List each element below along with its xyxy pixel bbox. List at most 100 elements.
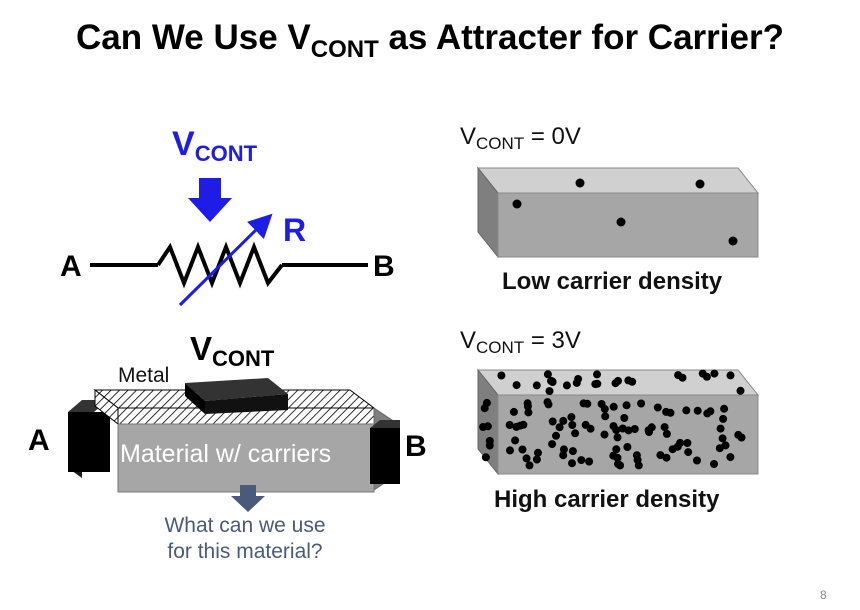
carrier-dot xyxy=(543,398,552,407)
carrier-dot xyxy=(666,408,675,417)
carrier-dot xyxy=(512,422,521,431)
carrier-dot xyxy=(676,438,685,447)
low-carriers xyxy=(512,178,738,246)
carrier-dot xyxy=(524,408,533,417)
contact-b xyxy=(370,428,400,484)
carrier-dot xyxy=(574,375,583,383)
carrier-dot xyxy=(505,421,514,429)
carrier-dot xyxy=(568,421,577,429)
carrier-dot xyxy=(593,370,601,379)
carrier-dot xyxy=(695,179,705,189)
carrier-dot xyxy=(611,379,620,388)
carrier-dot xyxy=(534,448,542,457)
low-eq-main: V xyxy=(460,123,477,150)
page-number: 8 xyxy=(820,588,827,602)
carrier-dot xyxy=(710,369,719,378)
carrier-dot xyxy=(585,457,594,466)
carrier-dot xyxy=(718,434,727,443)
material-question: What can we use for this material? xyxy=(164,514,326,563)
carrier-dot xyxy=(715,444,724,453)
carrier-dot xyxy=(583,399,592,408)
low-box-front xyxy=(497,192,759,258)
carrier-dot xyxy=(601,412,610,421)
carrier-dot xyxy=(597,400,606,408)
carrier-dot xyxy=(483,422,492,431)
carrier-dot xyxy=(683,439,692,447)
low-voltage-label: VCONT = 0V xyxy=(460,123,581,154)
carrier-dot xyxy=(559,416,568,425)
carrier-dot xyxy=(485,436,494,445)
carrier-dot xyxy=(609,402,618,411)
carrier-dot xyxy=(548,377,557,386)
carrier-dot xyxy=(720,404,729,413)
carrier-dot xyxy=(559,445,568,454)
carrier-dot xyxy=(562,381,571,390)
carrier-dot xyxy=(518,445,527,454)
carrier-dot xyxy=(693,406,702,415)
carrier-dot xyxy=(630,425,639,433)
carrier-dot xyxy=(703,409,712,418)
carrier-dot xyxy=(736,386,745,395)
high-eq-rest: = 3V xyxy=(524,327,581,354)
carrier-dot xyxy=(716,424,725,433)
carrier-dot xyxy=(548,440,557,449)
carrier-dot xyxy=(726,371,735,380)
carrier-dot xyxy=(506,446,514,455)
symbol-node-a: A xyxy=(60,250,82,283)
carrier-dot xyxy=(726,453,735,462)
carrier-dot xyxy=(613,453,622,462)
carrier-dot xyxy=(532,455,541,464)
device-vcont-sub: CONT xyxy=(212,346,275,371)
metal-gate-front xyxy=(185,383,205,414)
low-eq-rest: = 0V xyxy=(524,123,581,150)
carrier-dot xyxy=(647,423,656,432)
carrier-dot xyxy=(481,453,490,462)
symbol-vcont-main: V xyxy=(172,125,195,163)
high-eq-sub: CONT xyxy=(476,338,525,357)
carrier-dot xyxy=(567,413,576,422)
contact-b-top xyxy=(370,420,400,428)
title-rest: as Attracter for Carrier? xyxy=(378,18,784,57)
carrier-dot xyxy=(555,423,564,432)
device-node-b: B xyxy=(405,430,427,463)
symbol-vcont-label: VCONT xyxy=(172,125,257,167)
carrier-dot xyxy=(656,451,665,460)
carrier-dot xyxy=(684,448,693,457)
carrier-dot xyxy=(653,403,662,412)
carrier-dot xyxy=(622,401,631,410)
resistor-label: R xyxy=(283,212,307,248)
carrier-dot xyxy=(545,387,554,396)
carrier-dot xyxy=(509,407,518,416)
carrier-dot xyxy=(571,429,580,438)
carrier-dot xyxy=(613,433,622,442)
carrier-dot xyxy=(577,456,586,465)
symbol-vcont-sub: CONT xyxy=(194,141,258,166)
carrier-dot xyxy=(624,426,633,435)
carrier-dot xyxy=(674,371,683,380)
carrier-dot xyxy=(512,381,521,390)
carrier-dot xyxy=(634,461,643,470)
down-arrow-gray xyxy=(231,485,265,512)
carrier-dot xyxy=(616,217,626,227)
carrier-dot xyxy=(522,454,531,463)
high-voltage-label: VCONT = 3V xyxy=(460,327,581,358)
device-node-a: A xyxy=(28,424,50,457)
carrier-dot xyxy=(532,381,541,390)
high-density-caption: High carrier density xyxy=(494,486,720,513)
carrier-dot xyxy=(552,431,560,440)
device-vcont-main: V xyxy=(190,330,213,367)
carrier-dot xyxy=(620,414,629,422)
carrier-dot xyxy=(616,461,625,470)
carrier-dot xyxy=(512,199,522,209)
device-vcont-label: VCONT xyxy=(190,330,274,372)
low-eq-sub: CONT xyxy=(476,134,525,153)
title-subscript: CONT xyxy=(310,36,379,63)
low-density-caption: Low carrier density xyxy=(502,268,723,295)
carrier-dot xyxy=(523,402,532,411)
carrier-dot xyxy=(637,399,646,408)
carrier-dot xyxy=(693,456,701,465)
carrier-dot xyxy=(548,417,557,426)
carrier-dot xyxy=(710,460,718,468)
carrier-dot xyxy=(719,414,728,423)
